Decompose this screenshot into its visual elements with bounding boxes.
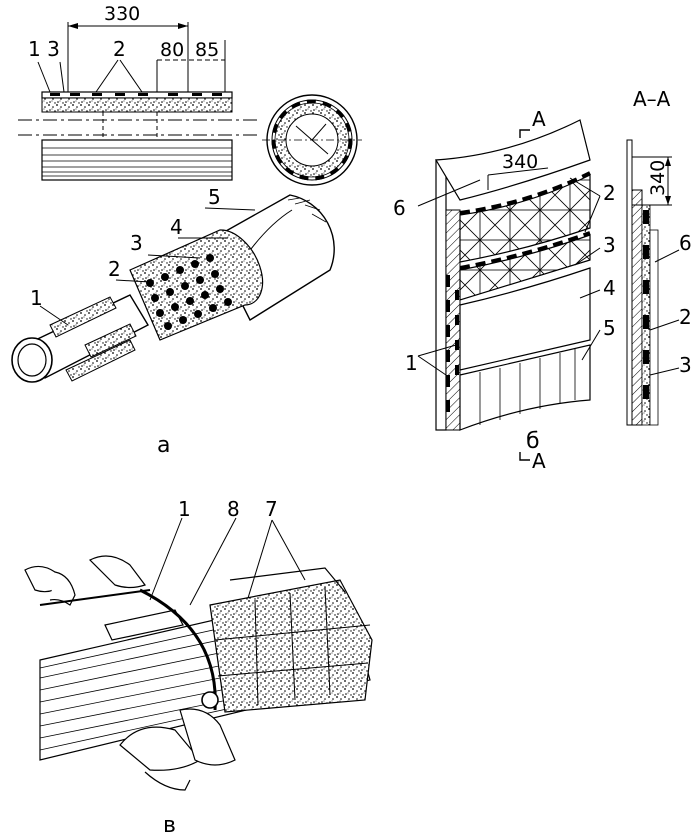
label-2-b: 2 (603, 181, 616, 205)
dim-340-section: 340 (647, 160, 669, 196)
section-title: A–A (633, 87, 671, 111)
section-mark-bottom: A (532, 449, 546, 473)
label-6: 6 (393, 196, 406, 220)
caption-a: а (157, 433, 170, 458)
label-1-b: 1 (405, 351, 418, 375)
dim-330: 330 (104, 3, 140, 25)
label-7: 7 (265, 497, 278, 521)
label-5: 5 (208, 185, 221, 209)
label-2-aa: 2 (679, 305, 692, 329)
label-4-b: 4 (603, 276, 616, 300)
reinforcement-dots (146, 254, 232, 330)
panel-a-cross-section (262, 94, 362, 186)
label-5-b: 5 (603, 316, 616, 340)
panel-v-installation: 1 8 7 (24, 497, 373, 791)
label-2-top: 2 (113, 37, 126, 61)
caption-v: в (163, 813, 176, 838)
section-mark-top: A (532, 107, 546, 131)
caption-b: б (526, 429, 540, 454)
label-3-b: 3 (603, 233, 616, 257)
dim-80: 80 (160, 39, 184, 61)
dim-340-panel: 340 (502, 151, 538, 173)
label-3-aa: 3 (679, 353, 692, 377)
label-1-v: 1 (178, 497, 191, 521)
label-3: 3 (130, 231, 143, 255)
label-1-3: 1 3 (28, 37, 60, 61)
panel-b-wall: A A 340 6 2 3 4 5 1 (393, 107, 616, 473)
section-a-a: A–A 340 6 2 3 (626, 87, 692, 426)
label-2: 2 (108, 257, 121, 281)
label-1: 1 (30, 286, 43, 310)
dim-85: 85 (195, 39, 219, 61)
label-6-aa: 6 (679, 231, 692, 255)
panel-a-cutaway-pipe: 5 4 3 2 1 (11, 185, 335, 383)
panel-a-section: 330 80 85 1 3 2 (18, 3, 260, 181)
label-4: 4 (170, 215, 183, 239)
label-8: 8 (227, 497, 240, 521)
